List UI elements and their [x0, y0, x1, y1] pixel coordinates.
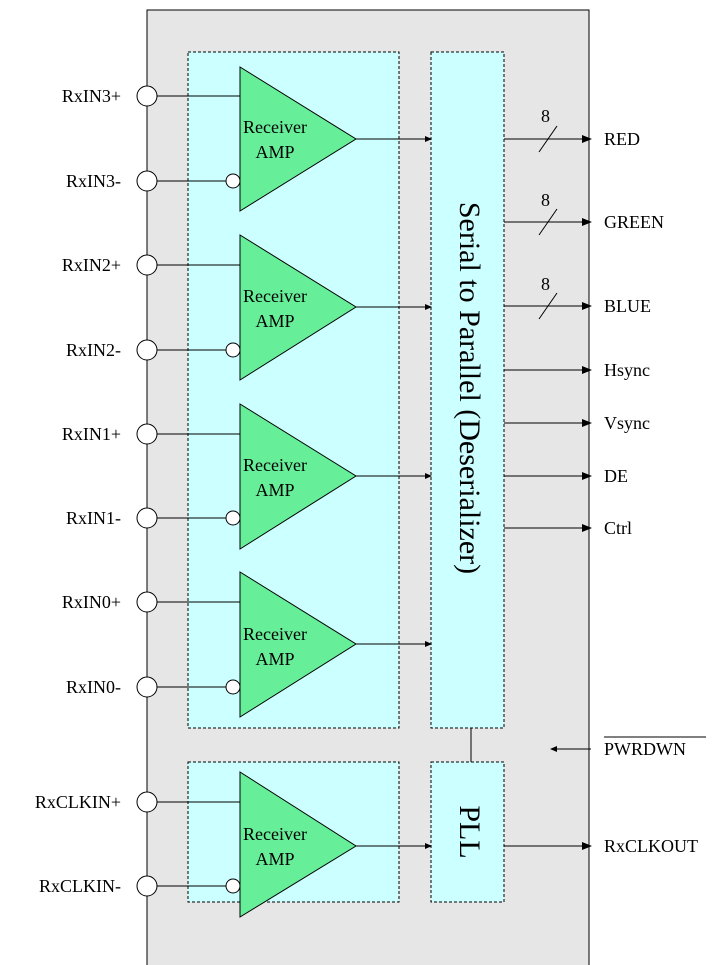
- label-green: GREEN: [604, 212, 664, 232]
- label-rxin3p: RxIN3+: [62, 86, 121, 106]
- invert-bubble-0: [225, 679, 241, 695]
- pin-rxclkinp: [136, 791, 158, 813]
- output-red: 8 RED: [504, 106, 640, 153]
- amp-1-line2: AMP: [255, 480, 294, 500]
- invert-bubble-2: [225, 342, 241, 358]
- output-green: 8 GREEN: [504, 190, 664, 236]
- output-vsync: Vsync: [504, 413, 650, 433]
- pin-rxin2p: [136, 254, 158, 276]
- label-rxin1p: RxIN1+: [62, 424, 121, 444]
- pin-rxin2m: [136, 339, 158, 361]
- bus-width-red: 8: [541, 106, 550, 126]
- output-de: DE: [504, 466, 628, 486]
- amp-3-line1: Receiver: [243, 117, 307, 137]
- label-vsync: Vsync: [604, 413, 650, 433]
- amp-0-line2: AMP: [255, 649, 294, 669]
- receiver-amp-3: Receiver AMP: [136, 66, 432, 212]
- label-ctrl: Ctrl: [604, 518, 632, 538]
- output-ctrl: Ctrl: [504, 518, 632, 538]
- label-rxclkout: RxCLKOUT: [604, 836, 698, 856]
- receiver-amp-2: Receiver AMP: [136, 234, 432, 381]
- label-pwrdwn: PWRDWN: [604, 739, 686, 759]
- input-pwrdwn: PWRDWN: [550, 736, 706, 759]
- pin-rxin0m: [136, 676, 158, 698]
- amp-1-line1: Receiver: [243, 455, 307, 475]
- label-rxclkinp: RxCLKIN+: [35, 792, 121, 812]
- receiver-amp-clk: Receiver AMP: [136, 771, 432, 918]
- invert-bubble-1: [225, 510, 241, 526]
- pll-block: [430, 761, 505, 903]
- pin-rxin3m: [136, 170, 158, 192]
- label-rxin2p: RxIN2+: [62, 255, 121, 275]
- bus-width-blue: 8: [541, 274, 550, 294]
- invert-bubble-3: [225, 173, 241, 189]
- receiver-amp-1: Receiver AMP: [136, 403, 432, 550]
- deserializer-label: Serial to Parallel (Deserializer): [453, 202, 486, 574]
- label-hsync: Hsync: [604, 360, 650, 380]
- invert-bubble-clk: [225, 878, 241, 894]
- label-rxin0p: RxIN0+: [62, 592, 121, 612]
- amp-2-line1: Receiver: [243, 286, 307, 306]
- label-rxin3m: RxIN3-: [66, 171, 121, 191]
- amp-3-line2: AMP: [255, 142, 294, 162]
- output-hsync: Hsync: [504, 360, 650, 380]
- bus-width-green: 8: [541, 190, 550, 210]
- pll-label: PLL: [453, 805, 486, 858]
- label-rxin1m: RxIN1-: [66, 508, 121, 528]
- amp-clk-line1: Receiver: [243, 824, 307, 844]
- pin-rxin0p: [136, 591, 158, 613]
- amp-clk-line2: AMP: [255, 849, 294, 869]
- pin-rxclkinm: [136, 875, 158, 897]
- receiver-amp-0: Receiver AMP: [136, 571, 432, 718]
- output-rxclkout: RxCLKOUT: [504, 836, 698, 856]
- label-de: DE: [604, 466, 628, 486]
- amp-2-line2: AMP: [255, 311, 294, 331]
- label-blue: BLUE: [604, 296, 651, 316]
- pin-rxin3p: [136, 85, 158, 107]
- label-rxin2m: RxIN2-: [66, 340, 121, 360]
- amp-0-line1: Receiver: [243, 624, 307, 644]
- output-blue: 8 BLUE: [504, 274, 651, 320]
- deserializer-block: [430, 51, 505, 729]
- pin-rxin1p: [136, 423, 158, 445]
- label-red: RED: [604, 129, 640, 149]
- pin-rxin1m: [136, 507, 158, 529]
- label-rxin0m: RxIN0-: [66, 677, 121, 697]
- label-rxclkinm: RxCLKIN-: [39, 876, 121, 896]
